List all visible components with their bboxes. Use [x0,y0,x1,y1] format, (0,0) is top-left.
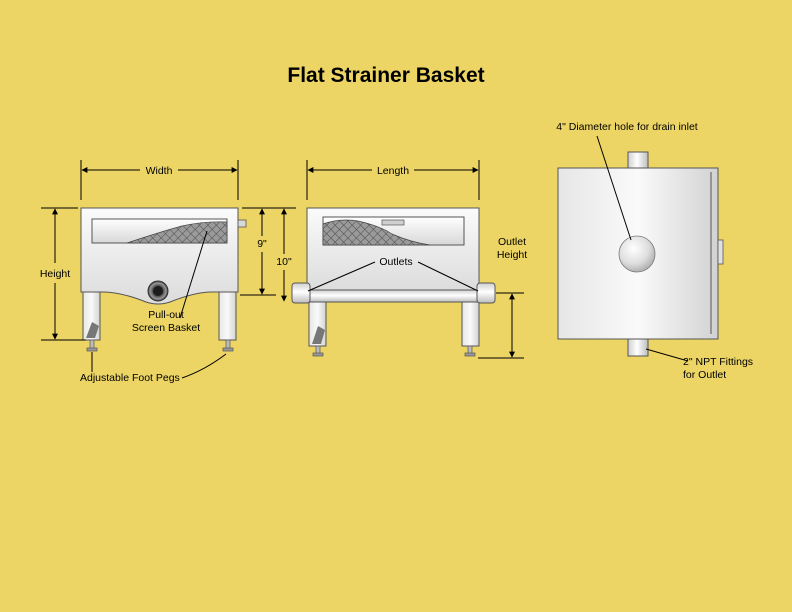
foot-pegs-callout: Adjustable Foot Pegs [80,352,227,384]
left-outlet-fitting [291,282,311,304]
depth-dimensions: 9" 10" [240,207,296,302]
side-left-leg-shadow [312,326,325,344]
pullout-label-line2: Screen Basket [132,322,200,334]
side-right-foot-peg [464,345,476,357]
width-label: Width [146,165,173,177]
top-outlet-fitting [627,151,649,169]
pullout-label-line1: Pull-out [148,309,184,321]
outlet-height-dimension: Outlet Height [478,236,527,359]
height-dimension: Height [40,207,86,341]
nine-inch-label: 9" [257,238,267,250]
drain-hole-callout: 4" Diameter hole for drain inlet [556,121,698,241]
side-screen-mesh [322,219,431,246]
length-dimension: Length [306,160,480,200]
drain-inlet-hole [618,235,656,273]
front-left-foot-peg [86,339,98,352]
side-basket-handle [381,219,405,226]
bottom-outlet-fitting [627,337,649,357]
drain-hole-label: 4" Diameter hole for drain inlet [556,121,698,133]
front-view [80,207,247,352]
npt-callout: 2" NPT Fittings for Outlet [645,348,753,381]
side-outlet-pipe [306,289,480,303]
front-side-knob [237,219,247,228]
outlets-callout: Outlets [307,256,479,292]
height-label: Height [40,268,70,280]
front-screen-mesh [126,221,228,244]
length-label: Length [377,165,409,177]
foot-pegs-label: Adjustable Foot Pegs [80,372,180,384]
front-right-leg [218,291,237,341]
top-side-tab [717,239,724,265]
npt-label-line2: for Outlet [683,369,726,381]
outlets-label: Outlets [379,256,412,268]
diagram-title: Flat Strainer Basket [287,64,484,87]
side-view [291,207,496,357]
pullout-callout: Pull-out Screen Basket [132,230,208,334]
right-outlet-fitting [476,282,496,304]
front-right-foot-peg [222,339,234,352]
npt-label-line1: 2" NPT Fittings [683,356,753,368]
front-left-leg-shadow [86,322,99,338]
front-drain-outlet-inner [153,286,163,296]
side-left-foot-peg [312,345,324,357]
outlet-height-label-line2: Height [497,249,527,261]
ten-inch-label: 10" [276,256,292,268]
outlet-height-label-line1: Outlet [498,236,526,248]
width-dimension: Width [80,160,239,200]
top-view [557,151,724,357]
